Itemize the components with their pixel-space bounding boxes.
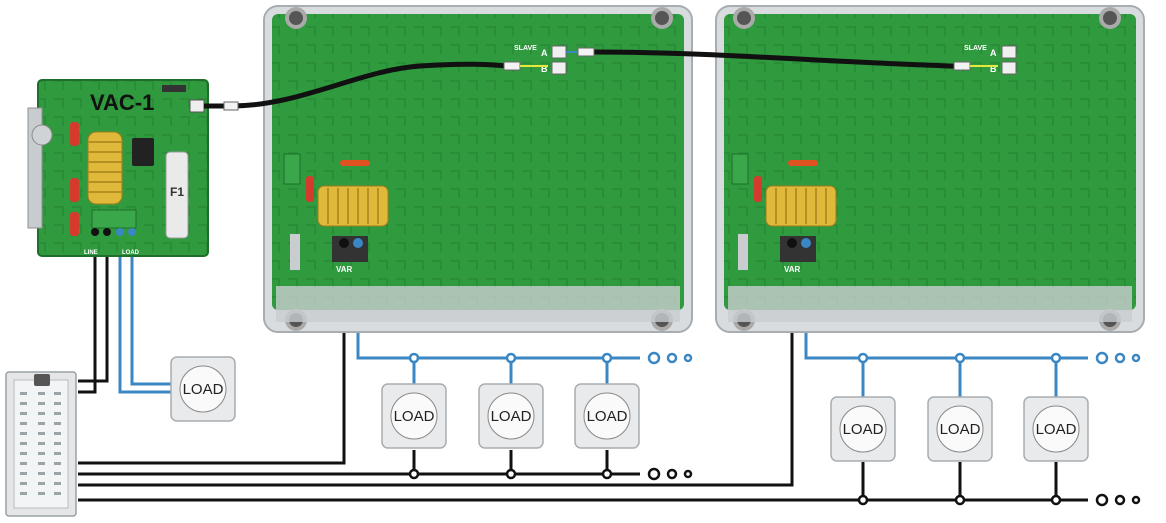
fuse-label: F1 bbox=[170, 185, 184, 199]
vac-line-label: LINE bbox=[84, 250, 98, 256]
load-label: LOAD bbox=[491, 408, 532, 425]
load-label: LOAD bbox=[1036, 421, 1077, 438]
load-label: LOAD bbox=[587, 408, 628, 425]
module1-slave-label: SLAVE bbox=[514, 45, 537, 52]
junction-nodes bbox=[408, 351, 1141, 507]
dimmer-module-2: VAR SLAVE A B bbox=[715, 5, 1145, 333]
data-cables bbox=[204, 47, 998, 111]
module1-port-b: B bbox=[541, 64, 548, 74]
load-label: LOAD bbox=[394, 408, 435, 425]
vac-fuse: F1 bbox=[165, 151, 189, 239]
load-vac: LOAD bbox=[170, 356, 236, 422]
load-module1-2: LOAD bbox=[478, 383, 544, 449]
load-module1-1: LOAD bbox=[381, 383, 447, 449]
module2-slave-label: SLAVE bbox=[964, 45, 987, 52]
module2-port-a: A bbox=[990, 48, 997, 58]
vac-title: VAC-1 bbox=[90, 90, 154, 115]
module2-terminal-label: VAR bbox=[784, 265, 801, 274]
load-label: LOAD bbox=[940, 421, 981, 438]
vac-module: VAC-1 F1 LINE LOAD bbox=[27, 79, 209, 257]
vac-coil bbox=[87, 131, 123, 205]
load-module2-2: LOAD bbox=[927, 396, 993, 462]
breaker-panel bbox=[5, 371, 77, 517]
load-module2-3: LOAD bbox=[1023, 396, 1089, 462]
load-label: LOAD bbox=[843, 421, 884, 438]
module1-terminal-label: VAR bbox=[336, 265, 353, 274]
load-module2-1: LOAD bbox=[830, 396, 896, 462]
black-wires bbox=[78, 232, 1088, 502]
module2-port-b: B bbox=[990, 64, 997, 74]
vac-load-label: LOAD bbox=[122, 250, 140, 256]
module1-port-a: A bbox=[541, 48, 548, 58]
load-label: LOAD bbox=[183, 381, 224, 398]
load-module1-3: LOAD bbox=[574, 383, 640, 449]
dimmer-module-1: VAR SLAVE A B bbox=[263, 5, 693, 333]
